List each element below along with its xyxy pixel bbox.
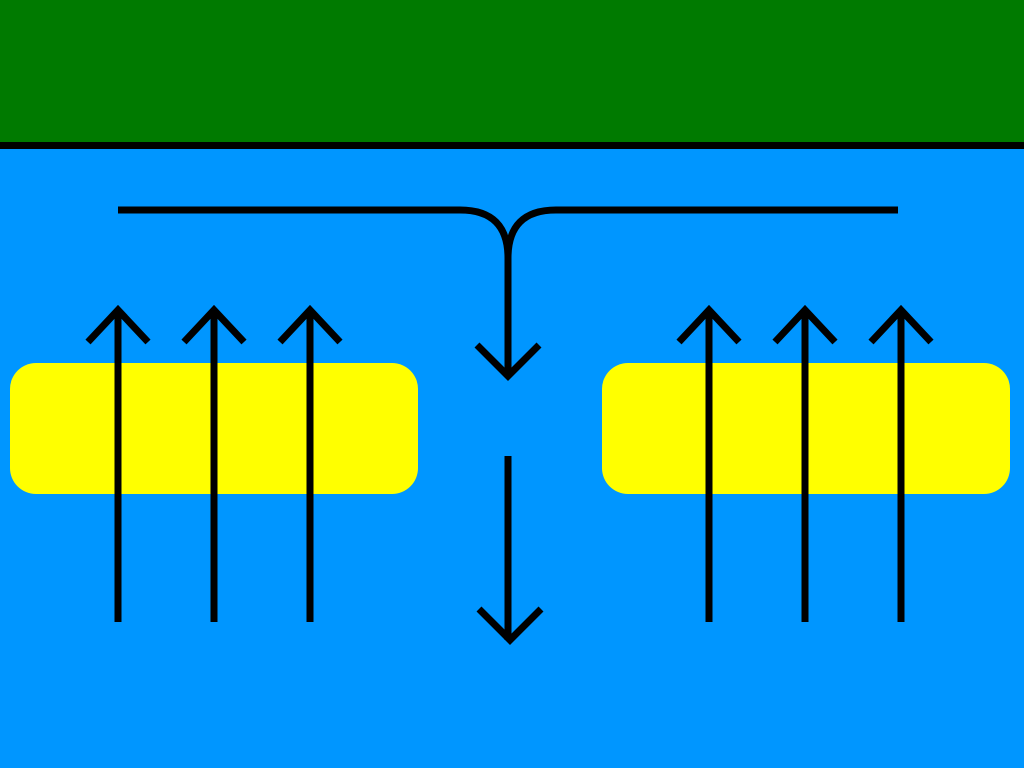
- shoreline: [0, 142, 1024, 149]
- onshore-arrow: [772, 304, 838, 622]
- onshore-arrows-left: [85, 304, 343, 622]
- onshore-arrow: [277, 304, 343, 622]
- onshore-arrow: [181, 304, 247, 622]
- rip-current-arrow: [476, 456, 544, 645]
- onshore-arrow: [868, 304, 934, 622]
- onshore-arrow: [85, 304, 151, 622]
- rip-arrowhead-upper: [474, 342, 542, 381]
- onshore-arrow: [676, 304, 742, 622]
- onshore-arrows-right: [676, 304, 934, 622]
- land-strip: [0, 0, 1024, 145]
- feeder-current-line: [118, 206, 898, 375]
